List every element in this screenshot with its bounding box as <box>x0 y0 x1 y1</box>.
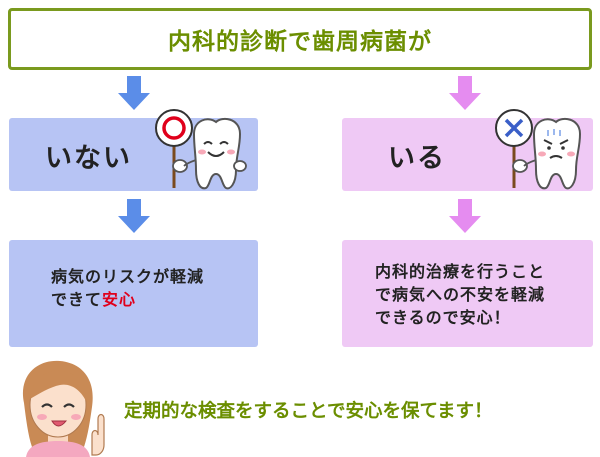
down-arrow-icon-right-bottom <box>449 199 481 233</box>
down-arrow-icon-right-top <box>449 76 481 110</box>
result-present-line2: で病気への不安を軽減 <box>375 285 546 304</box>
diagram-title: 内科的診断で歯周病菌が <box>168 29 432 55</box>
result-present-line1: 内科的治療を行うこと <box>375 262 546 281</box>
result-text-present: 内科的治療を行うこと で病気への不安を軽減 できるので安心！ <box>375 260 545 329</box>
result-absent-line2-prefix: できて <box>51 290 103 309</box>
nurse-pointing-icon <box>22 360 105 457</box>
result-box-absent <box>9 240 258 347</box>
result-absent-line1: 病気のリスクが軽減 <box>51 267 205 286</box>
down-arrow-icon-left-top <box>118 76 150 110</box>
result-text-absent: 病気のリスクが軽減 できて安心 <box>51 265 204 311</box>
result-present-line3: できるので安心！ <box>375 308 511 327</box>
result-box-present <box>342 240 593 347</box>
down-arrow-icon-left-bottom <box>118 199 150 233</box>
result-absent-line2: できて安心 <box>51 288 204 311</box>
status-label-present: いる <box>388 143 446 174</box>
title-box: 内科的診断で歯周病菌が <box>8 8 592 70</box>
footer-message: 定期的な検査をすることで安心を保てます！ <box>124 401 493 422</box>
status-label-absent: いない <box>45 143 132 174</box>
result-absent-highlight: 安心 <box>102 290 137 309</box>
worried-tooth-icon <box>495 109 582 190</box>
happy-tooth-icon <box>155 109 247 190</box>
